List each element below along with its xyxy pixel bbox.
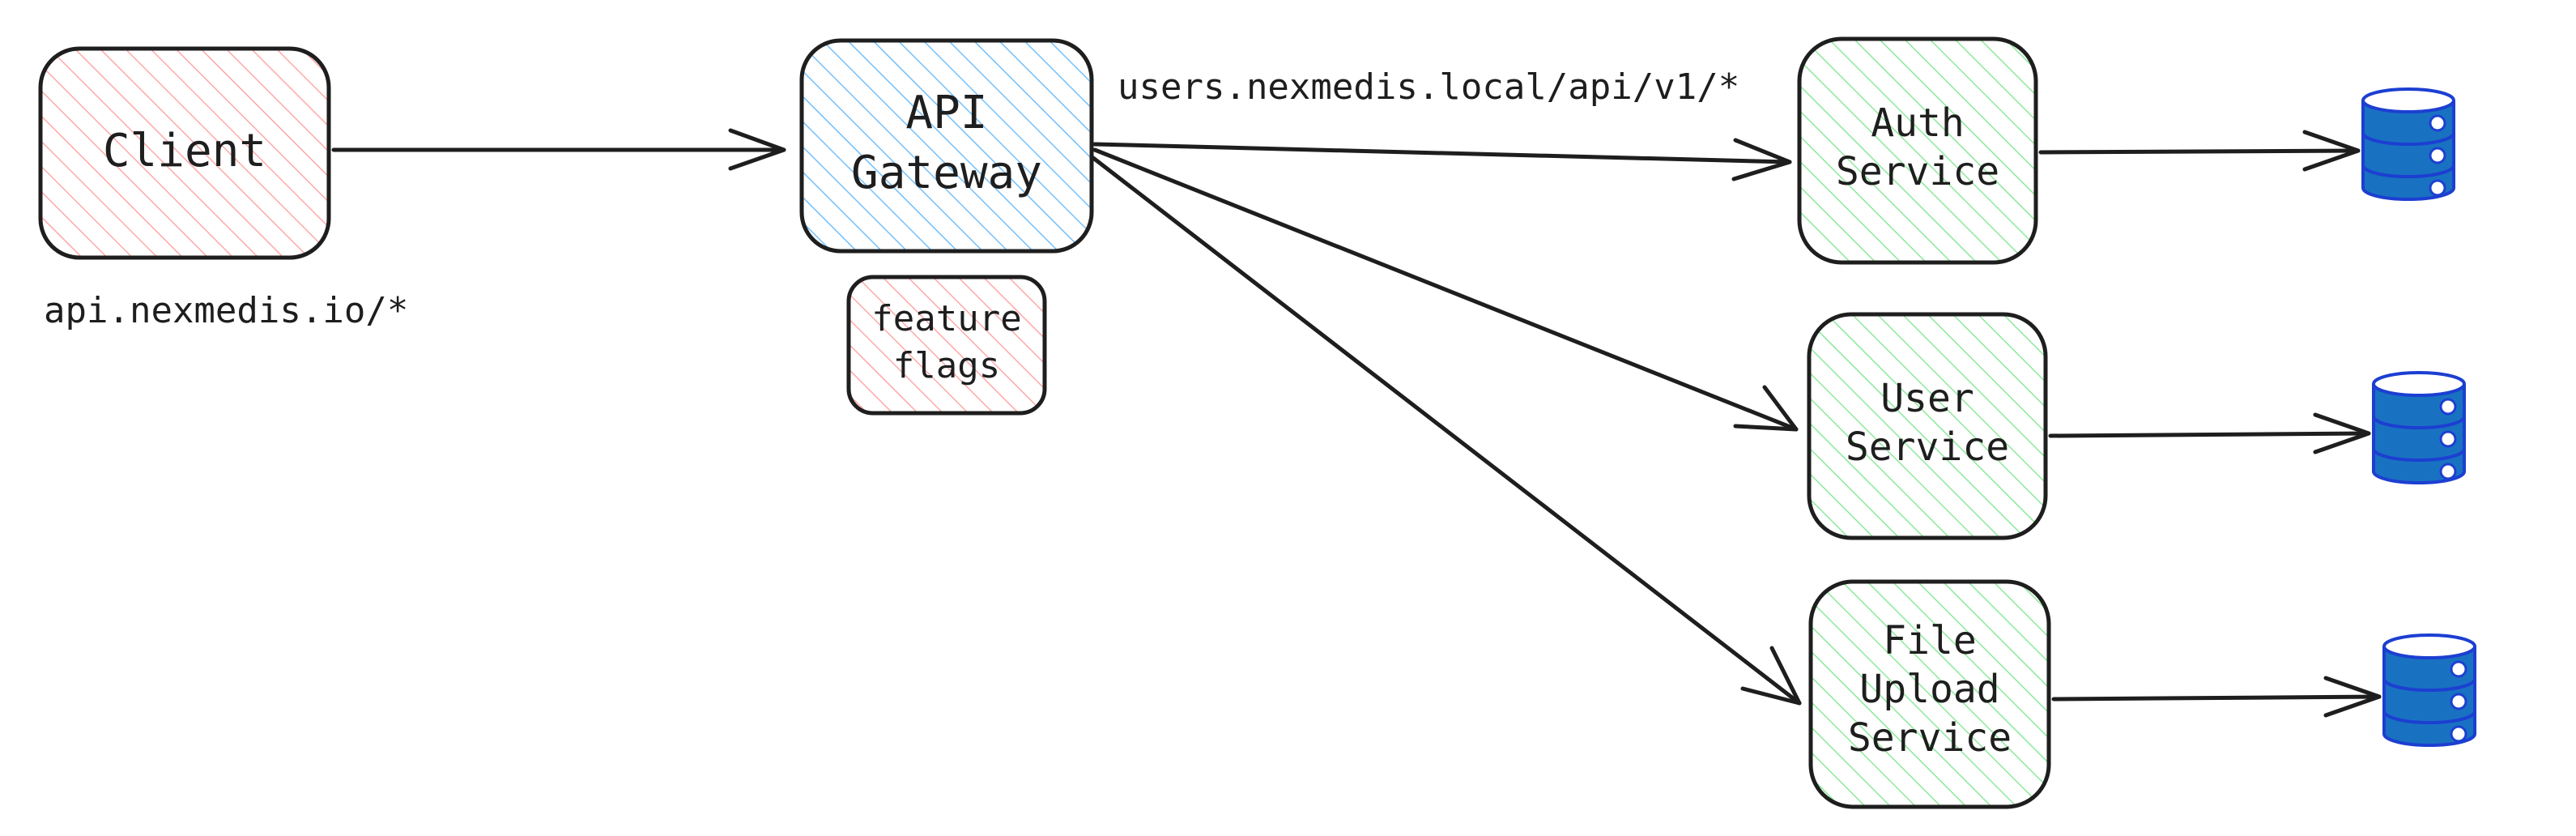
edge-file-to-db: [2051, 676, 2382, 718]
edge-auth-to-db: [2038, 130, 2361, 172]
edge-gateway-to-user: [1092, 147, 1799, 432]
api-gateway-label-line-1: API: [905, 87, 987, 139]
edge-gateway-to-file: [1091, 156, 1802, 706]
feature-flags-label-line-1: feature: [871, 298, 1021, 339]
edge-client-to-gateway: [331, 128, 786, 171]
file-database-icon: [2382, 633, 2476, 747]
auth-database-icon: [2361, 87, 2455, 201]
file-upload-service-label-line-2: Upload: [1859, 667, 1999, 712]
feature-flags-node[interactable]: feature flags: [846, 275, 1047, 416]
edge-user-to-db: [2048, 412, 2371, 454]
file-upload-service-node[interactable]: File Upload Service: [1808, 579, 2051, 809]
edge-gateway-to-auth: [1092, 138, 1792, 181]
user-service-label-line-2: Service: [1846, 424, 2009, 470]
users-url-label: users.nexmedis.local/api/v1/*: [1118, 66, 1739, 108]
auth-service-label-line-2: Service: [1836, 149, 1999, 194]
file-upload-service-label-line-1: File: [1883, 618, 1977, 663]
file-upload-service-label-line-3: Service: [1848, 715, 2012, 761]
user-service-node[interactable]: User Service: [1807, 312, 2048, 540]
client-label: Client: [103, 125, 266, 177]
edges: [331, 128, 2382, 718]
api-gateway-label-line-2: Gateway: [851, 147, 1042, 199]
feature-flags-label-line-2: flags: [893, 345, 1000, 386]
client-node[interactable]: Client: [38, 46, 331, 260]
client-url-label: api.nexmedis.io/*: [44, 290, 408, 331]
api-gateway-node[interactable]: API Gateway: [799, 38, 1094, 254]
auth-service-label-line-1: Auth: [1871, 100, 1965, 146]
auth-service-node[interactable]: Auth Service: [1797, 36, 2038, 265]
user-database-icon: [2372, 371, 2466, 484]
user-service-label-line-1: User: [1880, 376, 1974, 421]
